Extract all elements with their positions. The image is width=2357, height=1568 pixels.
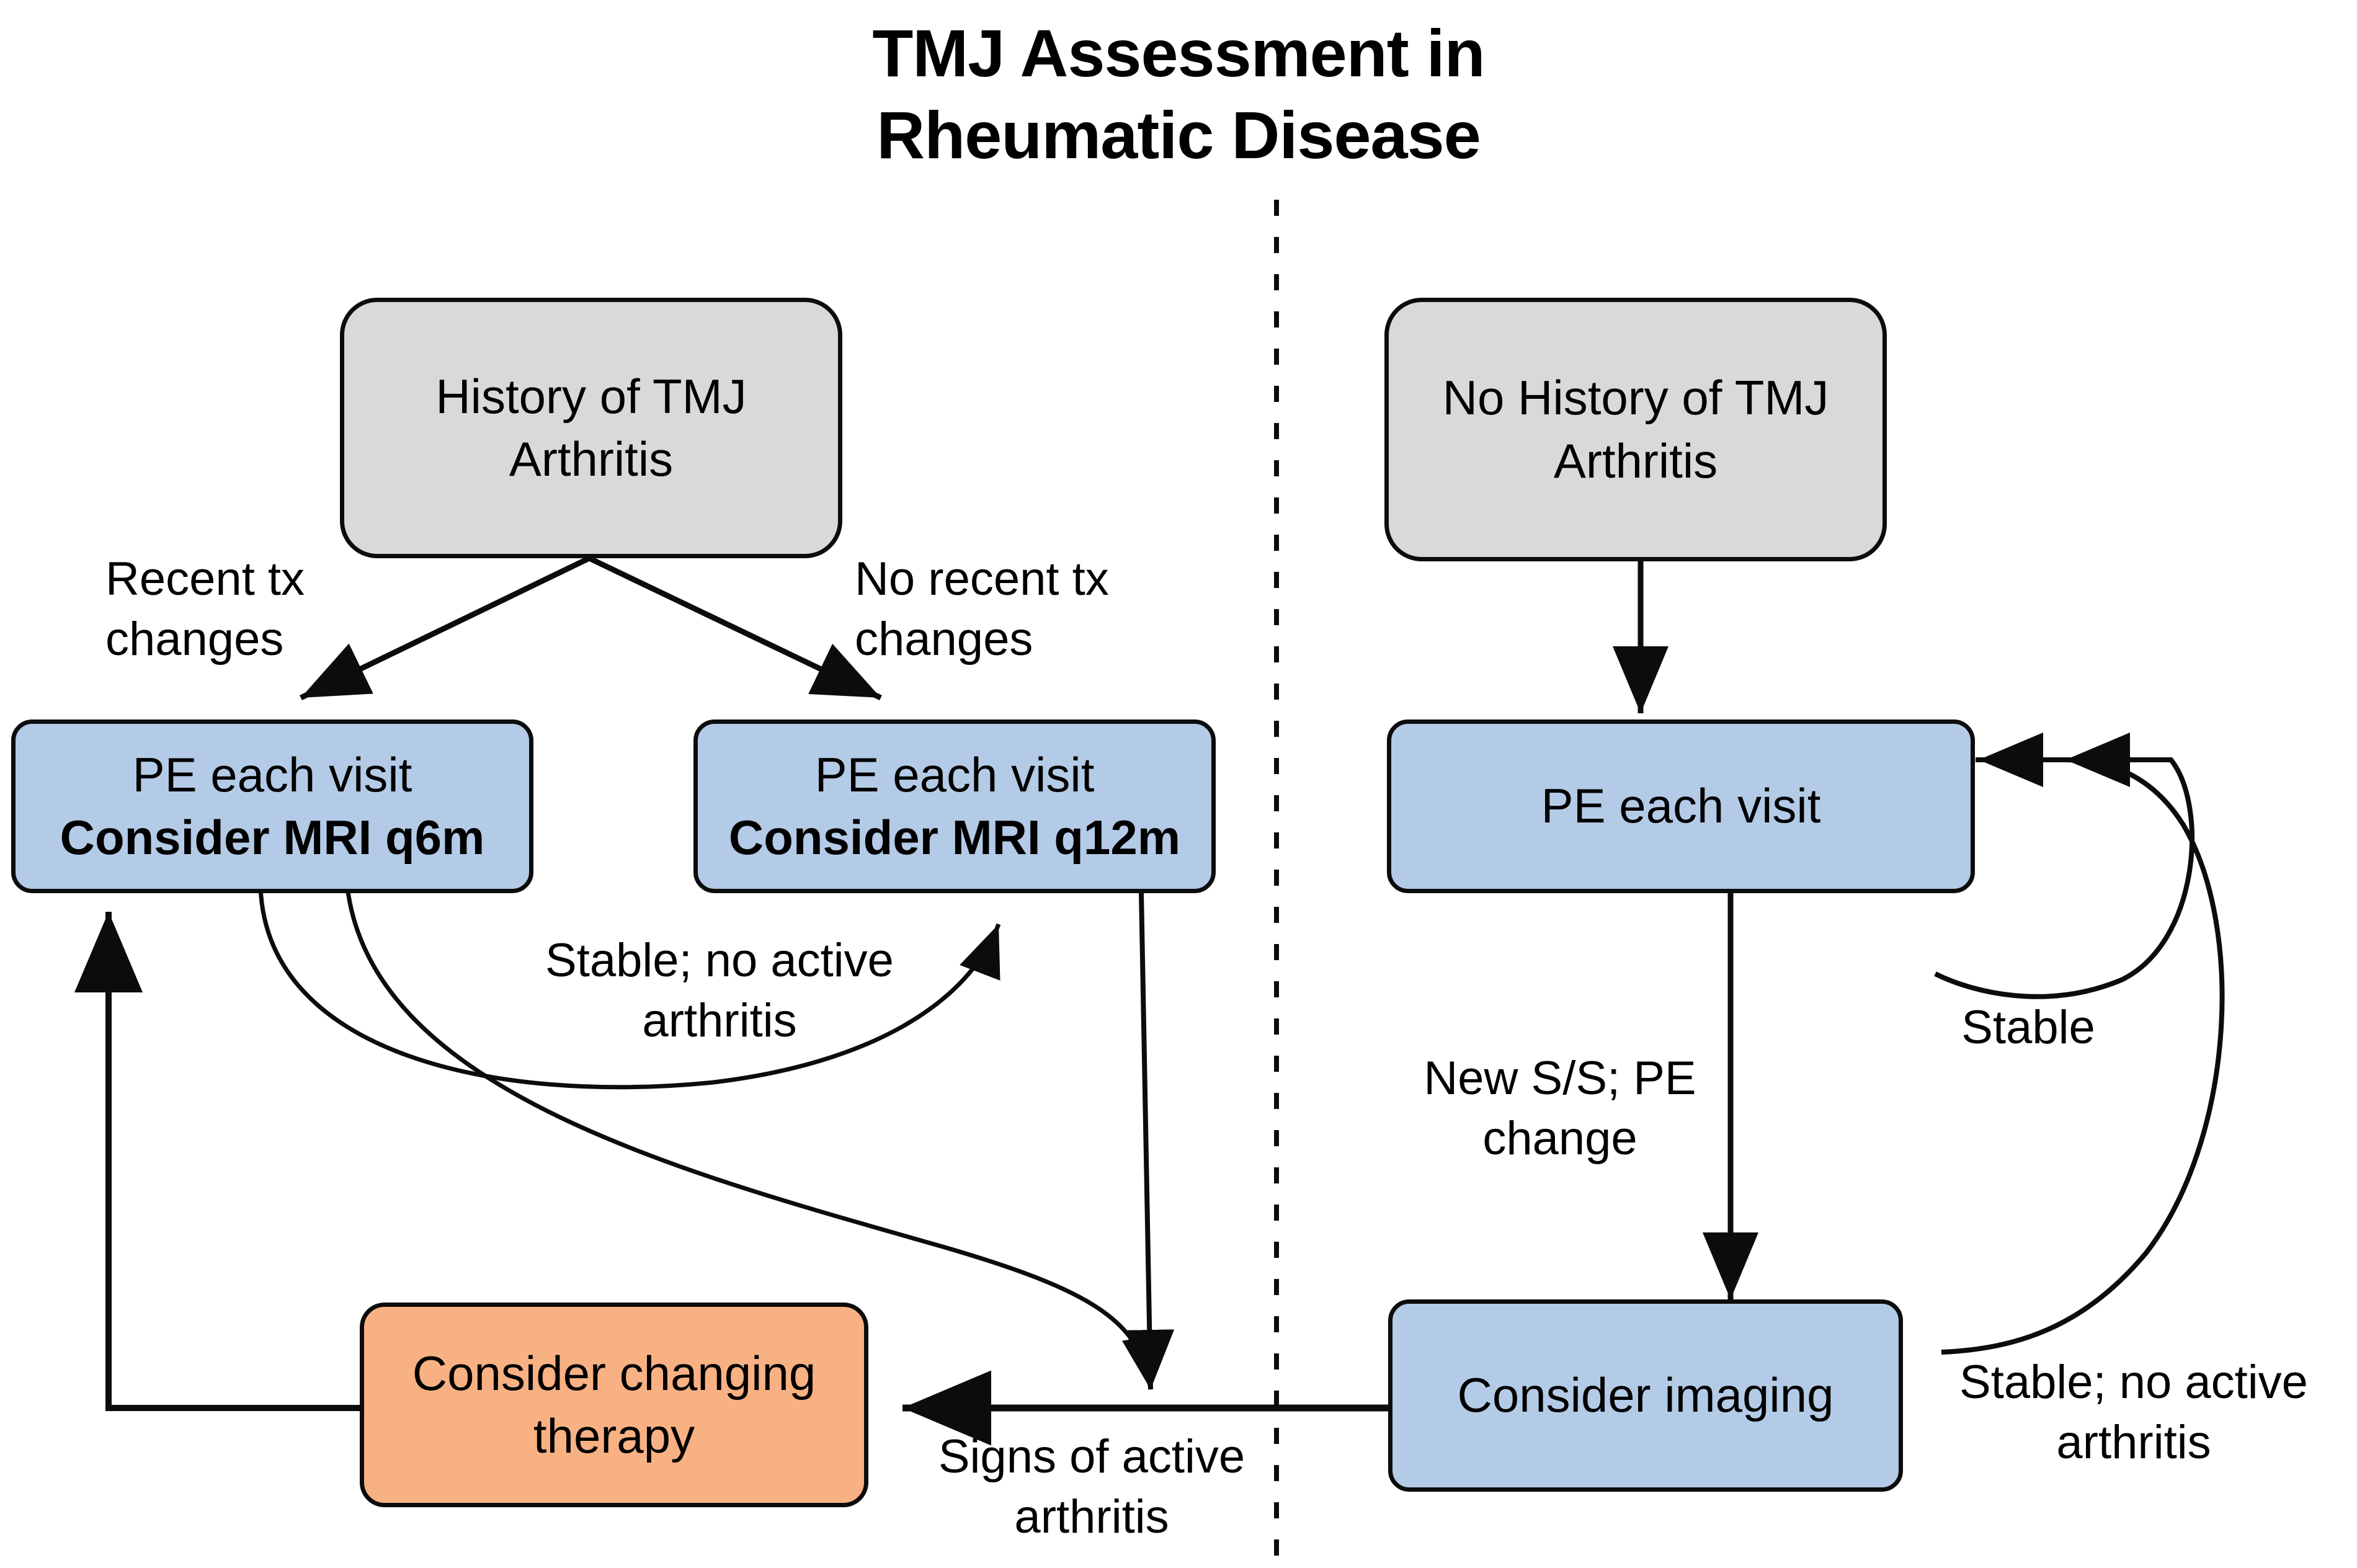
node-consider-imaging[interactable]: Consider imaging — [1388, 1299, 1903, 1492]
node-therapy-line-1: Consider changing — [412, 1345, 816, 1401]
edge-history-to-q12m — [588, 555, 882, 701]
node-imaging-line-1: Consider imaging — [1457, 1368, 1834, 1423]
node-consider-changing-therapy[interactable]: Consider changing therapy — [360, 1303, 868, 1507]
node-no-history-line-2: Arthritis — [1553, 433, 1718, 488]
node-history-line-1: History of TMJ — [435, 368, 747, 424]
node-q6m-line-1: PE each visit — [132, 747, 412, 802]
title-line-1: TMJ Assessment in — [872, 16, 1485, 91]
edge-label-new-ss-pe-change: New S/S; PE change — [1424, 1052, 1696, 1165]
node-pe-each-visit-mri-q12m[interactable]: PE each visit Consider MRI q12m — [693, 719, 1216, 893]
node-no-history-line-1: No History of TMJ — [1442, 370, 1829, 425]
node-q6m-line-2: Consider MRI q6m — [60, 810, 485, 865]
node-history-of-tmj-arthritis[interactable]: History of TMJ Arthritis — [340, 298, 842, 558]
edge-therapy-to-q6m — [74, 912, 360, 1411]
node-pe-each-visit-mri-q6m[interactable]: PE each visit Consider MRI q6m — [11, 719, 533, 893]
edge-label-stable-no-active-arthritis-left: Stable; no active arthritis — [545, 934, 894, 1048]
node-q12m-line-1: PE each visit — [814, 747, 1095, 802]
edge-label-recent-tx-changes: Recent tx changes — [105, 553, 305, 666]
edge-q12m-to-active-junction — [1125, 893, 1175, 1390]
edge-label-no-recent-tx-changes: No recent tx changes — [855, 553, 1109, 666]
node-therapy-line-2: therapy — [533, 1409, 695, 1463]
node-no-history-of-tmj-arthritis[interactable]: No History of TMJ Arthritis — [1384, 298, 1887, 561]
page-title: TMJ Assessment in Rheumatic Disease — [0, 12, 2357, 176]
edge-label-signs-of-active-arthritis: Signs of active arthritis — [938, 1430, 1245, 1544]
node-pe-right-line-1: PE each visit — [1541, 778, 1821, 834]
node-history-line-2: Arthritis — [509, 432, 674, 486]
edge-label-stable-right: Stable — [1961, 1001, 2095, 1054]
title-line-2: Rheumatic Disease — [876, 97, 1481, 172]
edge-label-stable-no-active-arthritis-right: Stable; no active arthritis — [1959, 1356, 2308, 1469]
node-q12m-line-2: Consider MRI q12m — [728, 810, 1181, 865]
node-pe-each-visit-right[interactable]: PE each visit — [1387, 719, 1975, 893]
